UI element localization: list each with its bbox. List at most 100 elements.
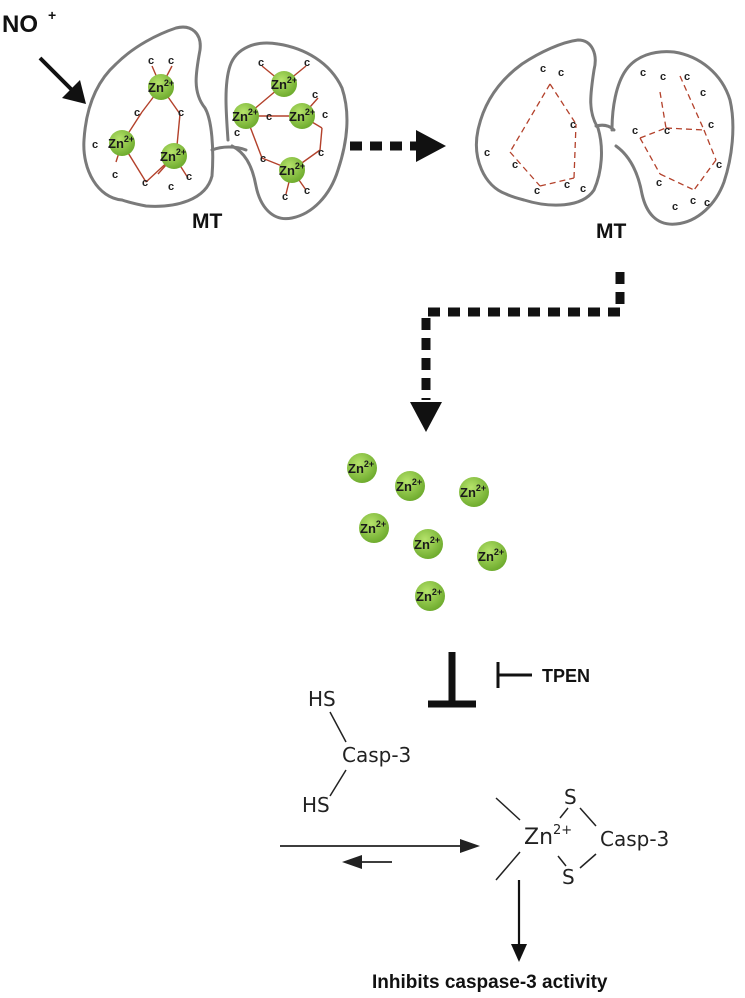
svg-text:c: c xyxy=(168,55,174,67)
zinc-ion: Zn2+ xyxy=(271,71,297,97)
zinc-inhibition-bar xyxy=(428,652,476,708)
release-arrow-horizontal xyxy=(350,130,446,162)
svg-text:Zn2+: Zn2+ xyxy=(416,587,442,604)
svg-text:Zn2+: Zn2+ xyxy=(232,107,258,124)
svg-text:c: c xyxy=(512,159,518,171)
svg-text:c: c xyxy=(640,67,646,79)
mt-right-hinge xyxy=(594,123,616,132)
equilibrium-arrows xyxy=(280,839,480,869)
svg-text:c: c xyxy=(660,71,666,83)
free-zinc-ion: Zn2+ xyxy=(359,513,389,543)
svg-text:c: c xyxy=(534,185,540,197)
s-bottom-label: S xyxy=(562,865,575,889)
svg-text:Zn2+: Zn2+ xyxy=(478,547,504,564)
free-zinc-ion: Zn2+ xyxy=(347,453,377,483)
mt-zinc-ions: Zn2+ Zn2+ Zn2+ Zn2+ Zn2+ Zn2+ Zn2+ xyxy=(108,71,315,183)
svg-text:c: c xyxy=(700,87,706,99)
mt-left-label: MT xyxy=(192,210,222,233)
svg-text:c: c xyxy=(704,197,710,209)
no-plus-label: NO + xyxy=(2,7,56,38)
svg-text:Zn2+: Zn2+ xyxy=(396,477,422,494)
svg-text:c: c xyxy=(178,107,184,119)
svg-text:Zn2+: Zn2+ xyxy=(460,483,486,500)
svg-text:c: c xyxy=(672,201,678,213)
arrow-head-icon xyxy=(62,80,86,104)
svg-text:c: c xyxy=(570,119,576,131)
svg-text:c: c xyxy=(664,125,670,137)
mt-apo-bonds xyxy=(509,75,717,191)
s-top-label: S xyxy=(564,785,577,809)
zinc-ion: Zn2+ xyxy=(148,74,174,100)
mt-apo-cysteines: c c c c c c c c c c c c c c c c c c c c xyxy=(484,63,722,213)
arrow-head-icon xyxy=(410,402,442,432)
free-zinc-ion: Zn2+ xyxy=(477,541,507,571)
svg-text:c: c xyxy=(134,107,140,119)
svg-text:Zn2+: Zn2+ xyxy=(148,78,174,95)
svg-text:c: c xyxy=(234,127,240,139)
svg-text:Zn2+: Zn2+ xyxy=(108,134,134,151)
free-zinc-ion: Zn2+ xyxy=(415,581,445,611)
zinc-ion: Zn2+ xyxy=(289,103,315,129)
metallothionein-zinc-loaded: Zn2+ Zn2+ Zn2+ Zn2+ Zn2+ Zn2+ Zn2+ c c c… xyxy=(82,25,349,233)
svg-text:Zn2+: Zn2+ xyxy=(414,535,440,552)
svg-text:c: c xyxy=(322,109,328,121)
svg-text:c: c xyxy=(656,177,662,189)
svg-text:c: c xyxy=(690,195,696,207)
svg-text:c: c xyxy=(312,89,318,101)
mt-left-hinge xyxy=(210,145,248,152)
svg-text:c: c xyxy=(282,191,288,203)
svg-text:c: c xyxy=(142,177,148,189)
svg-text:c: c xyxy=(258,57,264,69)
hs-bottom-label: HS xyxy=(302,793,330,817)
svg-text:c: c xyxy=(580,183,586,195)
mt-right-outline-alpha xyxy=(474,38,603,207)
svg-text:Zn2+: Zn2+ xyxy=(348,459,374,476)
release-arrow-elbow xyxy=(410,272,625,432)
arrow-head-icon xyxy=(416,130,446,162)
svg-text:c: c xyxy=(632,125,638,137)
reduced-caspase3: HS Casp-3 HS xyxy=(302,687,411,817)
free-zinc-ion: Zn2+ xyxy=(459,477,489,507)
outcome-label: Inhibits caspase-3 activity xyxy=(372,972,608,993)
no-attack-arrow xyxy=(38,56,86,104)
arrow-head-icon xyxy=(342,855,362,869)
zinc-ion: Zn2+ xyxy=(232,103,259,129)
hs-top-label: HS xyxy=(308,687,336,711)
svg-text:c: c xyxy=(92,139,98,151)
svg-text:c: c xyxy=(304,185,310,197)
mt-left-cysteines: c c c c c c c c c c c c c c c c c c c xyxy=(92,55,328,203)
mt-right-outline-beta xyxy=(610,50,735,226)
svg-text:Zn2+: Zn2+ xyxy=(279,161,305,178)
svg-text:c: c xyxy=(558,67,564,79)
zinc-caspase3-complex: Zn2+ S Casp-3 S xyxy=(495,785,669,889)
mt-left-outline-beta xyxy=(224,41,349,221)
zinc-ion: Zn2+ xyxy=(160,143,187,169)
mt-left-outline-alpha xyxy=(82,25,215,208)
tpen-inhibitor: TPEN xyxy=(496,662,590,688)
svg-text:c: c xyxy=(484,147,490,159)
zinc-ion: Zn2+ xyxy=(108,130,135,156)
mt-right-label: MT xyxy=(596,220,626,243)
svg-text:c: c xyxy=(318,147,324,159)
svg-text:c: c xyxy=(540,63,546,75)
zinc-ion: Zn2+ xyxy=(279,157,305,183)
svg-text:Zn2+: Zn2+ xyxy=(271,75,297,92)
svg-text:c: c xyxy=(266,111,272,123)
arrow-head-icon xyxy=(460,839,480,853)
casp3-reduced-label: Casp-3 xyxy=(342,743,411,767)
svg-text:c: c xyxy=(186,171,192,183)
svg-text:Zn2+: Zn2+ xyxy=(289,107,315,124)
svg-text:c: c xyxy=(716,159,722,171)
svg-text:c: c xyxy=(304,57,310,69)
free-zinc-ion: Zn2+ xyxy=(413,529,443,559)
outcome-arrow xyxy=(511,880,527,962)
svg-text:Zn2+: Zn2+ xyxy=(160,147,186,164)
svg-text:Zn2+: Zn2+ xyxy=(360,519,386,536)
free-zinc-ion: Zn2+ xyxy=(395,471,425,501)
svg-text:c: c xyxy=(260,153,266,165)
svg-text:c: c xyxy=(148,55,154,67)
svg-text:c: c xyxy=(708,119,714,131)
svg-text:c: c xyxy=(564,179,570,191)
svg-text:c: c xyxy=(684,71,690,83)
